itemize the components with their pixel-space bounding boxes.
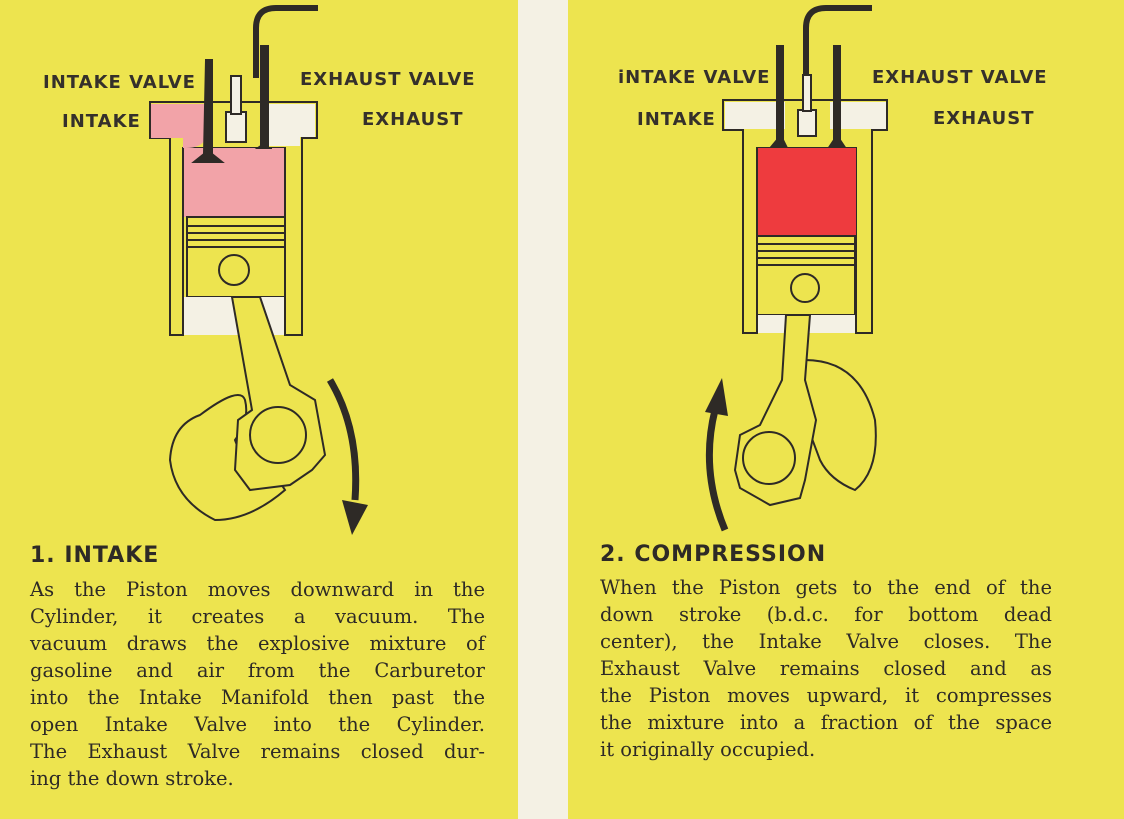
connecting-rod: [230, 296, 327, 492]
exhaust-label: EXHAUST: [933, 108, 1035, 129]
intake-valve-label: INTAKE VALVE: [43, 72, 196, 93]
intake-description: As the Piston moves downward in the Cyli…: [30, 576, 485, 792]
spark-plug-wire: [803, 5, 872, 75]
text-line: gasoline and air from the Carburetor: [30, 659, 485, 682]
intake-stroke-diagram: [149, 5, 368, 535]
text-line: center), the Intake Valve closes. The: [600, 630, 1052, 653]
text-line: down stroke (b.d.c. for bottom dead: [600, 603, 1052, 626]
text-line: the mixture into a fraction of the space: [600, 711, 1052, 734]
crank-pin: [742, 431, 796, 485]
intake-label: INTAKE: [62, 111, 141, 132]
piston-pin: [790, 273, 820, 303]
piston: [756, 235, 856, 316]
text-line: ing the down stroke.: [30, 767, 234, 790]
crank-pin: [249, 406, 307, 464]
exhaust-valve-label: EXHAUST VALVE: [300, 69, 476, 90]
exhaust-valve: [828, 45, 846, 147]
compression-stroke-diagram: [705, 5, 888, 532]
page-gutter: [518, 0, 568, 819]
text-line: open Intake Valve into the Cylinder.: [30, 713, 485, 736]
piston-pin: [218, 254, 250, 286]
text-line: Cylinder, it creates a vacuum. The: [30, 605, 485, 628]
text-line: into the Intake Manifold then past the: [30, 686, 485, 709]
rotation-arrow-up: [705, 409, 729, 532]
compressed-mixture: [758, 148, 856, 236]
piston: [186, 216, 286, 298]
spark-plug-wire: [253, 5, 318, 78]
text-line: vacuum draws the explosive mixture of: [30, 632, 485, 655]
section-heading-intake: 1. INTAKE: [30, 543, 160, 568]
exhaust-valve-label: EXHAUST VALVE: [872, 67, 1048, 88]
exhaust-port: [262, 104, 315, 146]
text-line: it originally occupied.: [600, 738, 816, 761]
intake-valve: [191, 59, 225, 163]
intake-valve-label: iNTAKE VALVE: [618, 67, 771, 88]
text-line: When the Piston gets to the end of the: [600, 576, 1052, 599]
spark-plug: [797, 109, 817, 137]
crank-web: [804, 358, 877, 492]
text-line: The Exhaust Valve remains closed dur-: [30, 740, 485, 763]
text-line: As the Piston moves downward in the: [30, 578, 485, 601]
exhaust-valve: [254, 45, 272, 149]
exhaust-label: EXHAUST: [362, 109, 464, 130]
rotation-arrow-down: [326, 378, 360, 501]
connecting-rod: [733, 314, 818, 507]
intake-label: INTAKE: [637, 109, 716, 130]
text-line: Exhaust Valve remains closed and as: [600, 657, 1052, 680]
text-line: the Piston moves upward, it compresses: [600, 684, 1052, 707]
intake-valve: [769, 45, 788, 147]
spark-plug: [225, 111, 247, 143]
intake-port: [151, 104, 205, 148]
compression-description: When the Piston gets to the end of the d…: [600, 574, 1052, 763]
section-heading-compression: 2. COMPRESSION: [600, 542, 827, 567]
